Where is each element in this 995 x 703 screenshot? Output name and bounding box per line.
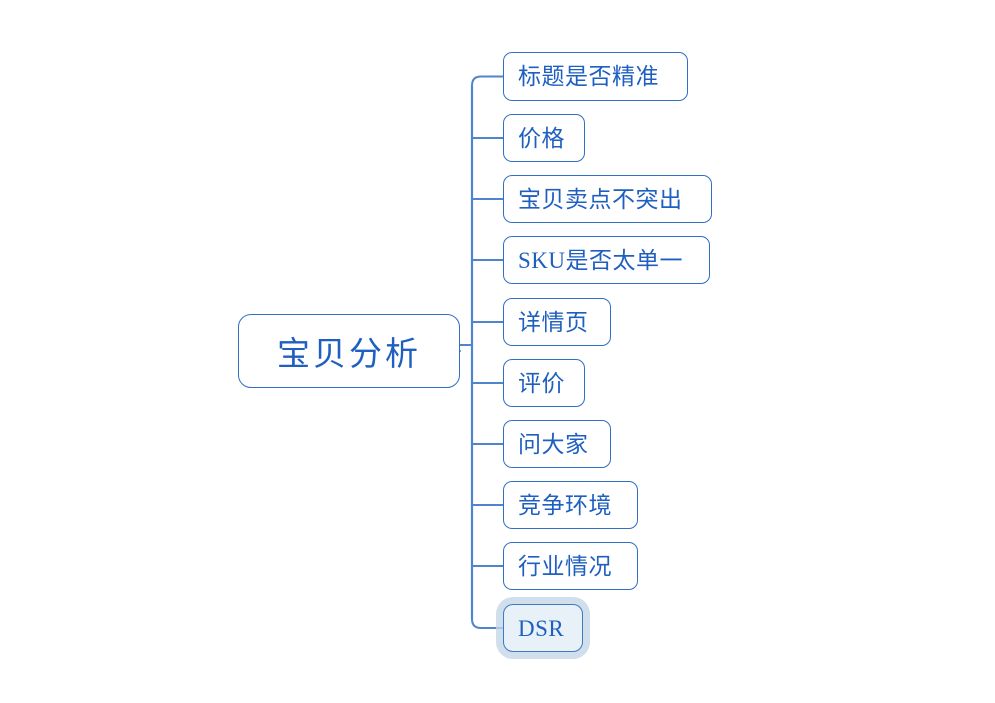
node-label: 评价 [518,370,565,396]
mindmap-node-9[interactable]: 行业情况 [503,542,638,590]
node-label: 价格 [518,125,565,151]
node-label: 宝贝卖点不突出 [518,186,683,212]
mindmap-node-4[interactable]: SKU是否太单一 [503,236,710,284]
node-label: SKU是否太单一 [518,247,684,273]
mindmap-node-5[interactable]: 详情页 [503,298,611,346]
node-label: DSR [518,615,565,641]
mindmap-node-10[interactable]: DSR [503,604,583,652]
node-label: 问大家 [518,431,589,457]
mindmap-node-3[interactable]: 宝贝卖点不突出 [503,175,712,223]
root-node[interactable]: 宝贝分析 [238,314,460,388]
node-label: 宝贝分析 [277,337,421,373]
node-label: 竞争环境 [518,492,612,518]
mindmap-node-6[interactable]: 评价 [503,359,585,407]
connector [471,618,504,629]
mindmap-node-1[interactable]: 标题是否精准 [503,52,688,101]
connector [471,75,504,87]
mindmap-node-7[interactable]: 问大家 [503,420,611,468]
node-label: 行业情况 [518,553,612,579]
mindmap-node-2[interactable]: 价格 [503,114,585,162]
node-label: 详情页 [518,309,589,335]
node-label: 标题是否精准 [518,64,659,89]
mindmap-node-8[interactable]: 竞争环境 [503,481,638,529]
